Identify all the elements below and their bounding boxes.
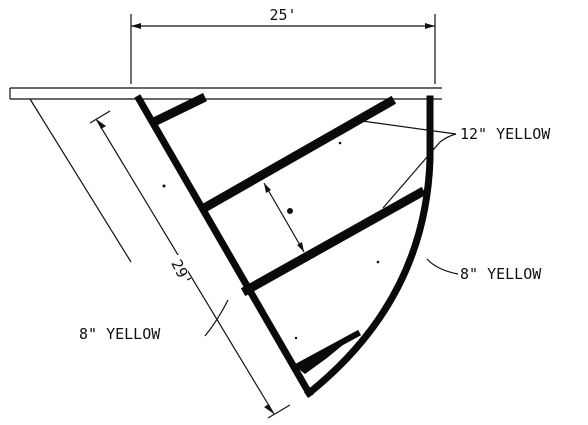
top-dimension: 25' <box>130 6 436 84</box>
interior-marks <box>162 141 380 340</box>
stripe-spacing-dimension <box>263 182 305 253</box>
chevron-stripes <box>151 92 427 374</box>
slant-dimension: 29' <box>89 110 291 419</box>
label-12in-yellow: 12" YELLOW <box>460 125 551 143</box>
top-dimension-label: 25' <box>269 6 296 24</box>
road-edge <box>9 87 442 100</box>
label-8in-yellow-left: 8" YELLOW <box>79 325 161 343</box>
leader-lines <box>204 120 459 337</box>
gore-outline <box>134 94 434 398</box>
label-8in-yellow-right: 8" YELLOW <box>460 265 542 283</box>
left-guide-line <box>29 98 132 263</box>
